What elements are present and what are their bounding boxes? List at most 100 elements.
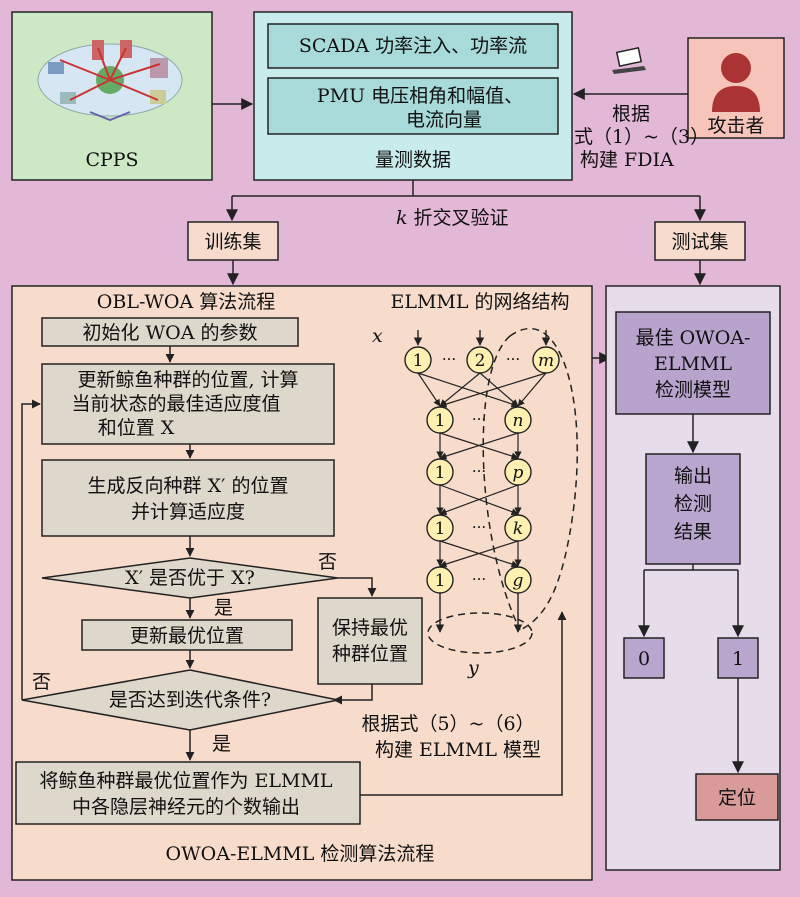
network-output-ellipse	[427, 612, 533, 654]
process-title: OBL-WOA 算法流程	[97, 291, 275, 313]
reverse-box	[41, 459, 335, 537]
train-set-box	[187, 221, 279, 261]
neuron	[426, 406, 454, 434]
decision2-yes: 是	[212, 733, 231, 755]
decision1-text: X′ 是否优于 X?	[125, 567, 255, 589]
keep-best-line2: 种群位置	[332, 643, 408, 665]
fdia-line2: 式（1）~（3）	[574, 126, 709, 148]
build-text-line1: 根据式（5）~（6）	[361, 713, 534, 735]
update-text-line1: 更新鲸鱼种群的位置, 计算	[77, 369, 298, 391]
neuron-label: 1	[435, 411, 446, 431]
neuron	[466, 346, 494, 374]
test-set-label: 测试集	[671, 231, 728, 253]
network-connection	[417, 372, 441, 407]
output-text-line2: 中各隐层神经元的个数输出	[72, 796, 300, 818]
neuron-label: n	[513, 411, 524, 431]
process-footer: OWOA-ELMML 检测算法流程	[166, 843, 435, 865]
kfold-k: k	[396, 207, 408, 229]
reverse-text-line2: 并计算适应度	[131, 501, 245, 523]
network-connection	[439, 372, 547, 408]
decision1-yes: 是	[214, 597, 233, 619]
neuron	[426, 566, 454, 594]
locate-box	[695, 773, 779, 821]
network-dashed-loop	[509, 328, 578, 631]
neuron	[504, 514, 532, 542]
person-icon	[712, 53, 760, 112]
train-set-label: 训练集	[204, 231, 261, 253]
network-connection	[439, 432, 519, 460]
result-zero: 0	[638, 648, 650, 670]
network-connection	[479, 372, 519, 407]
network-input-label: x	[372, 325, 383, 347]
neuron-label: 1	[435, 463, 446, 483]
neuron-ellipsis: ···	[442, 350, 456, 368]
result-one: 1	[732, 648, 744, 670]
decision2-no: 否	[32, 671, 51, 693]
keep-best-box	[317, 597, 423, 685]
neuron-ellipsis: ···	[506, 350, 520, 368]
output-result-line2: 检测	[674, 493, 712, 515]
neuron	[426, 514, 454, 542]
output-result-box	[645, 453, 741, 565]
neuron-ellipsis: ···	[472, 570, 486, 588]
decision2-text: 是否达到迭代条件?	[109, 689, 271, 711]
cpps-label: CPPS	[85, 149, 138, 171]
locate-text: 定位	[718, 787, 756, 809]
model-line1: 最佳 OWOA-	[636, 327, 751, 349]
kfold-label: k 折交叉验证	[396, 207, 509, 229]
network-connection	[439, 540, 519, 568]
neuron-ellipsis: ···	[472, 462, 486, 480]
update-text-line3: 和位置 X	[98, 417, 175, 439]
update-box	[41, 363, 335, 445]
pmu-text-line1: PMU 电压相角和幅值、	[317, 85, 523, 107]
init-text: 初始化 WOA 的参数	[83, 322, 258, 344]
scada-text: SCADA 功率注入、功率流	[299, 35, 527, 57]
output-box	[15, 761, 361, 825]
update-best-box	[81, 619, 293, 651]
network-output-label: y	[467, 657, 479, 679]
fdia-line1: 根据	[612, 103, 650, 125]
network-title: ELMML 的网络结构	[390, 291, 569, 313]
init-box	[41, 317, 299, 347]
cpps-panel: CPPS	[11, 11, 213, 181]
neuron-label: g	[513, 571, 524, 591]
neuron	[504, 566, 532, 594]
neuron	[532, 346, 560, 374]
neuron-label: k	[513, 519, 523, 539]
fdia-line3: 构建 FDIA	[580, 149, 674, 171]
kfold-text: 折交叉验证	[408, 207, 509, 229]
neuron-label: 1	[435, 519, 446, 539]
network-connection	[439, 372, 481, 407]
network-connection	[439, 484, 519, 516]
neuron-ellipsis: ···	[472, 518, 486, 536]
neuron-label: 2	[475, 351, 486, 371]
model-box	[615, 311, 771, 415]
neuron-label: m	[538, 351, 554, 371]
model-line3: 检测模型	[655, 379, 731, 401]
neuron	[404, 346, 432, 374]
neuron-label: p	[513, 463, 524, 483]
attacker-label: 攻击者	[707, 115, 764, 137]
build-text-line2: 构建 ELMML 模型	[375, 739, 541, 761]
update-best-text: 更新最优位置	[130, 625, 244, 647]
laptop-icon	[612, 46, 646, 74]
attacker-panel: 攻击者	[687, 37, 785, 139]
test-set-box	[654, 221, 746, 261]
neuron-label: 1	[435, 571, 446, 591]
power-grid-image	[37, 40, 183, 122]
neuron	[504, 458, 532, 486]
pmu-text-line2: 电流向量	[406, 109, 482, 131]
neuron-ellipsis: ···	[472, 410, 486, 428]
decision2-diamond	[21, 669, 339, 731]
network-connection	[417, 372, 519, 408]
model-line2: ELMML	[654, 353, 732, 375]
neuron	[426, 458, 454, 486]
neuron	[504, 406, 532, 434]
measurement-caption: 量测数据	[375, 149, 451, 171]
reverse-text-line1: 生成反向种群 X′ 的位置	[88, 475, 289, 497]
decision1-no: 否	[318, 551, 337, 573]
network-connection	[517, 372, 547, 407]
result-one-box	[717, 637, 759, 679]
output-result-line3: 结果	[674, 521, 712, 543]
